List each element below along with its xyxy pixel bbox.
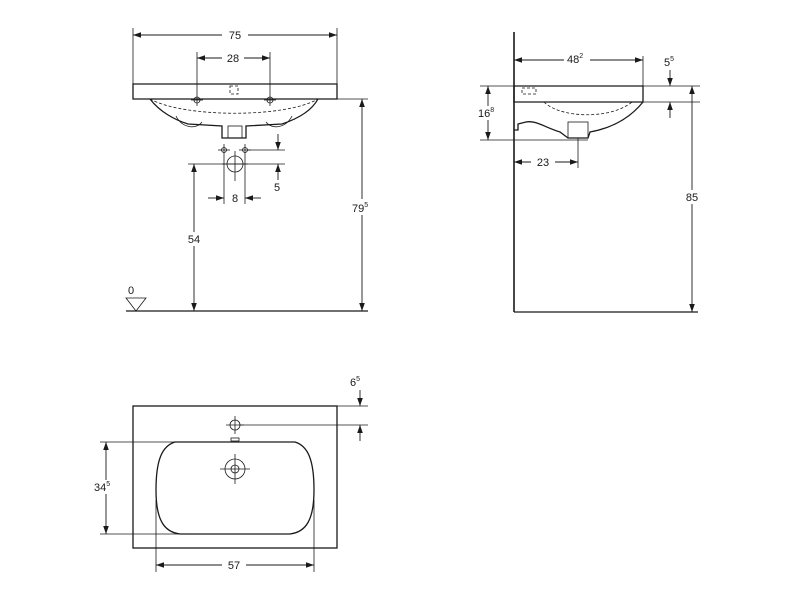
tap-spacing-label: 28 <box>227 53 239 65</box>
right-bracket <box>265 115 293 128</box>
drain-distance-label: 23 <box>537 157 549 169</box>
top-drain <box>220 454 250 484</box>
inner-bowl-hidden-line <box>149 98 319 114</box>
top-thickness-label: 55 <box>664 56 674 69</box>
basin-bowl-outline <box>149 98 319 139</box>
drain-offset-label: 8 <box>232 193 238 205</box>
depth-label: 482 <box>567 53 583 66</box>
tap-hole-right <box>264 94 276 106</box>
drain-trap <box>227 125 243 139</box>
side-inner-bowl <box>543 101 633 116</box>
bowl-width-label: 57 <box>228 560 240 572</box>
side-tap-hole <box>521 87 537 95</box>
bowl-height-label: 168 <box>478 107 494 120</box>
tap-hole-left <box>191 94 203 106</box>
left-bracket <box>175 115 203 128</box>
back-margin-label: 65 <box>350 376 360 389</box>
side-bowl-outline <box>514 101 644 139</box>
top-bowl-outline <box>155 441 315 535</box>
rim-height-label: 795 <box>352 202 368 215</box>
overflow-slot <box>230 437 240 442</box>
center-tap-hole <box>229 85 239 95</box>
bowl-depth-label: 345 <box>94 481 110 494</box>
width-dimension-label: 75 <box>229 30 241 42</box>
drain-outlet-marker <box>222 151 248 181</box>
floor-level-marker <box>125 297 147 312</box>
front-view: 0 75 28 <box>125 28 374 312</box>
supply-point-left <box>218 144 230 156</box>
top-outline <box>132 405 338 549</box>
drain-vertical-label: 5 <box>274 182 280 194</box>
wall-height-label: 85 <box>686 192 698 204</box>
side-view: 482 55 168 23 85 <box>476 32 704 313</box>
floor-label: 0 <box>128 285 134 297</box>
side-drain-trap <box>567 121 589 139</box>
top-view: 65 345 57 <box>92 376 368 572</box>
drain-height-label: 54 <box>188 234 200 246</box>
